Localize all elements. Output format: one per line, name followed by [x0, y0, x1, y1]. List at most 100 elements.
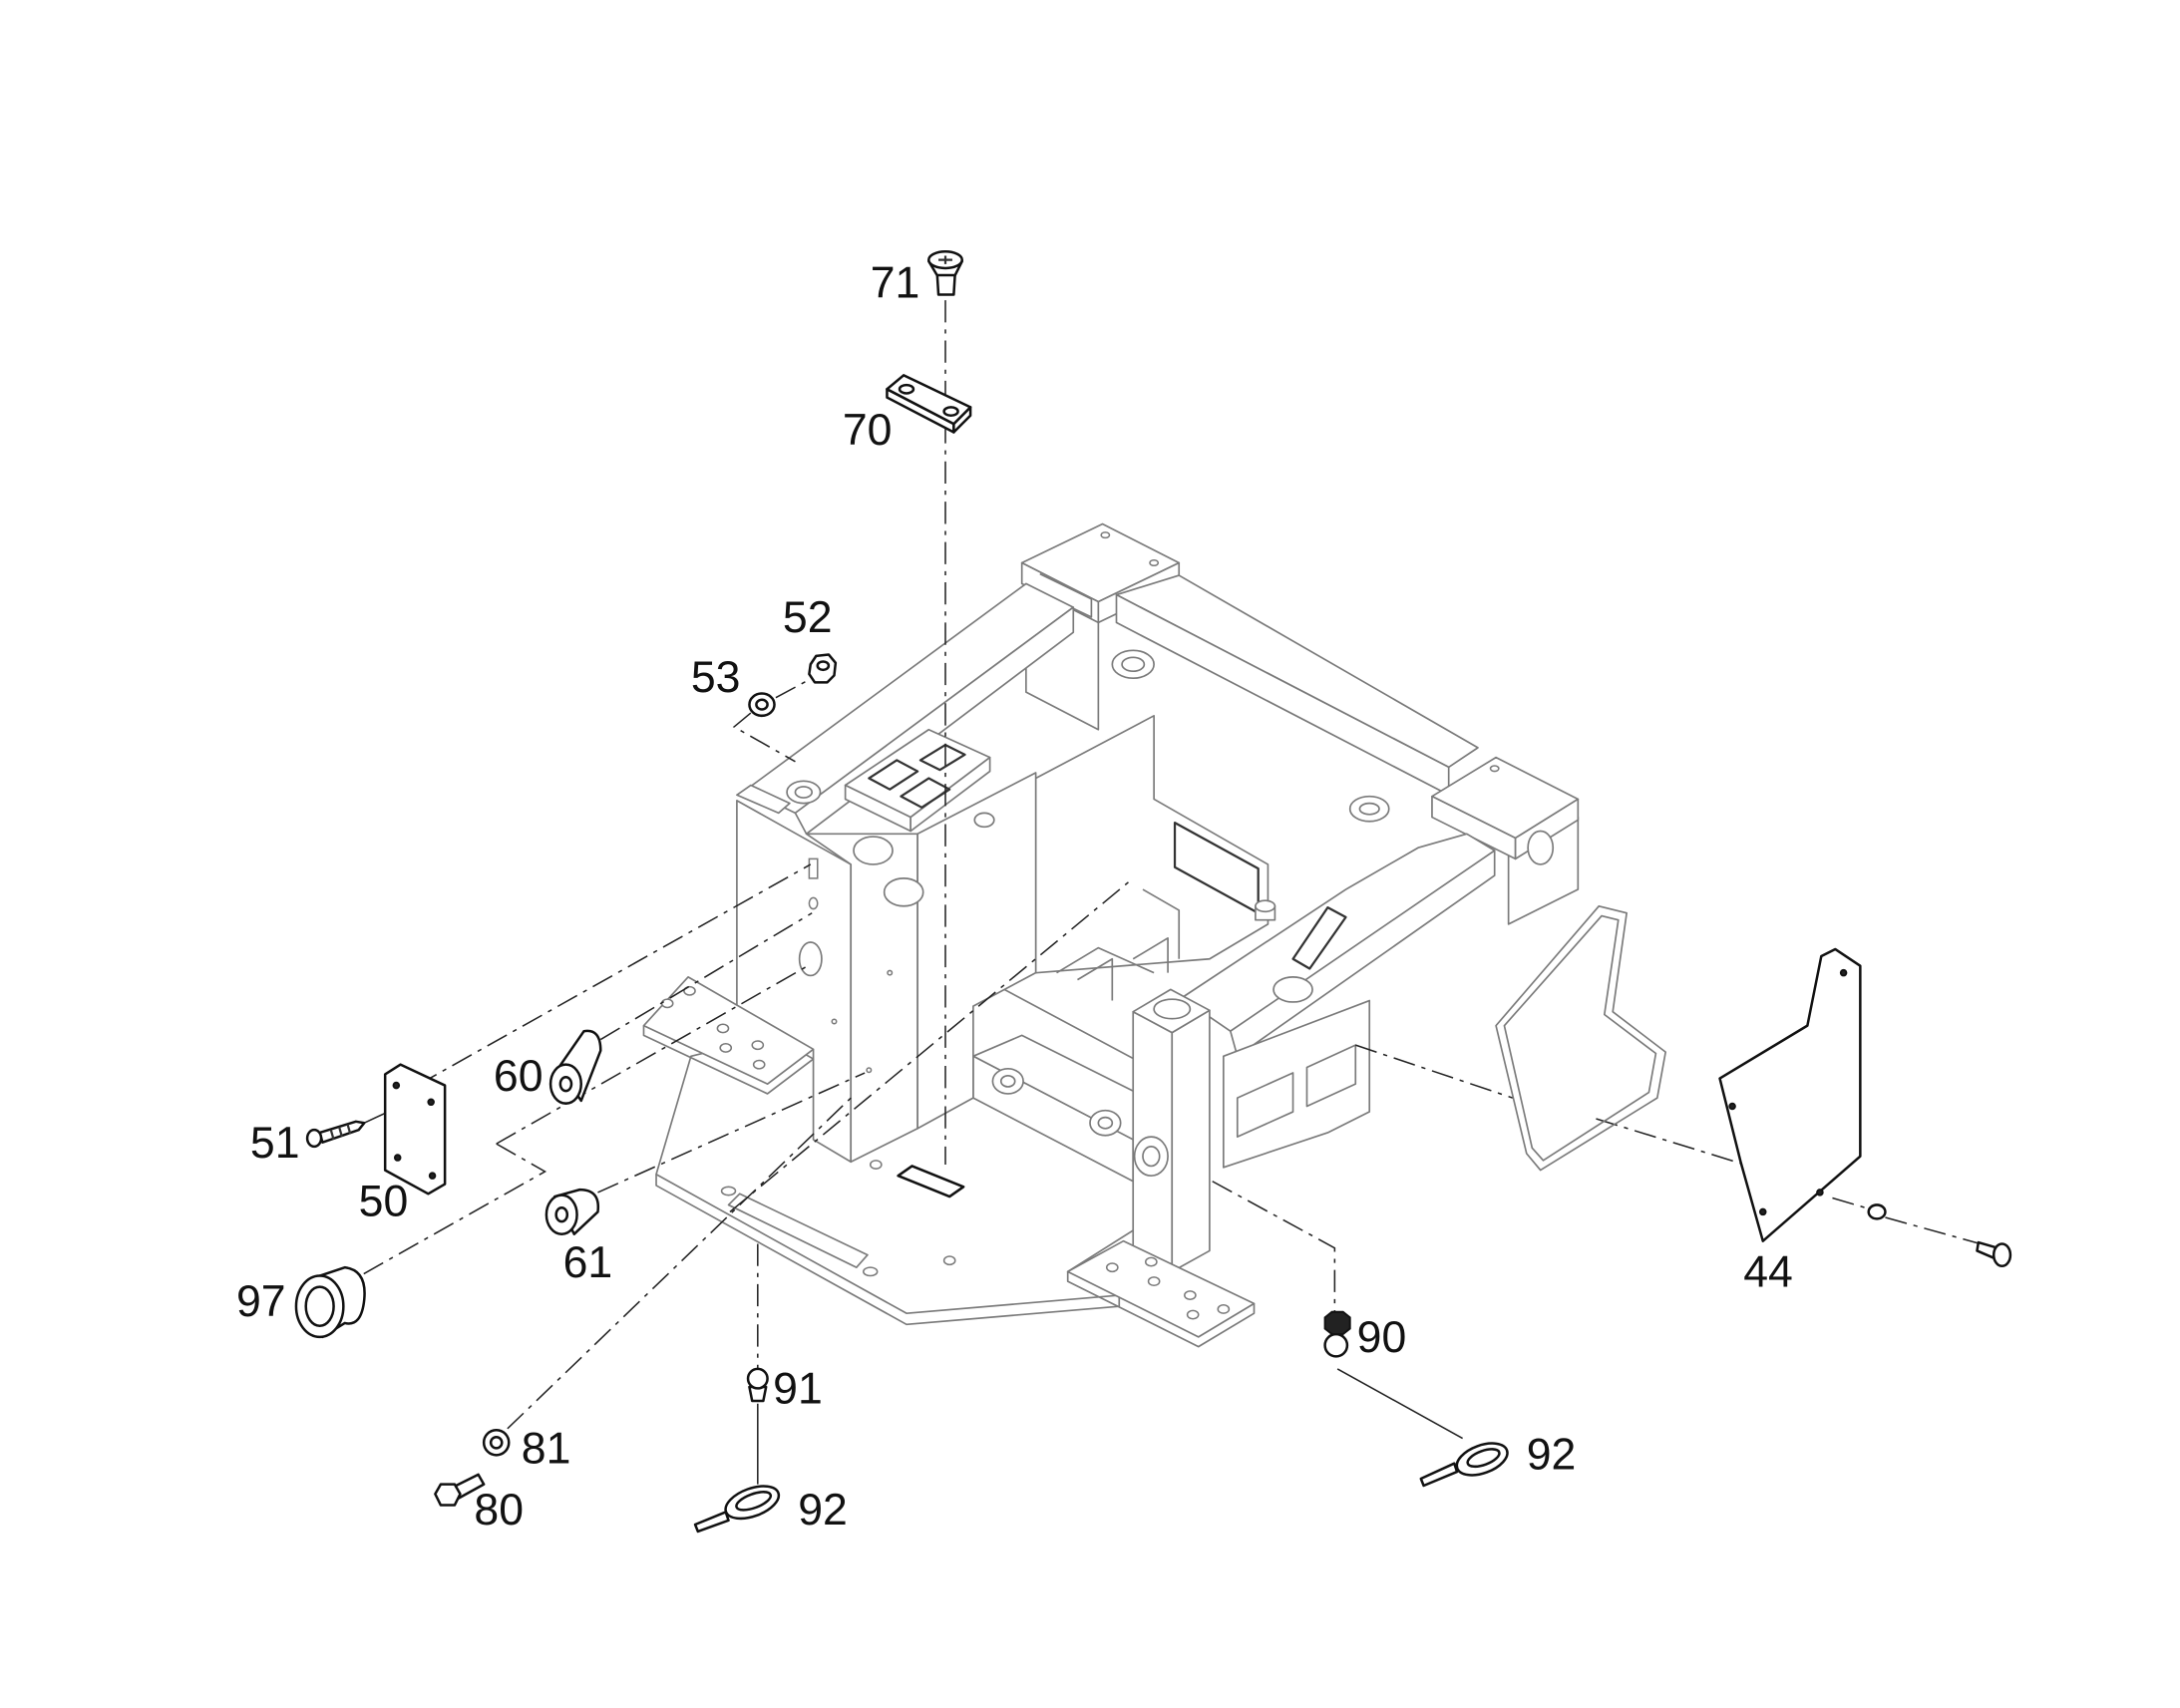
- back-boss-inner: [1121, 656, 1146, 673]
- gasket-inner: [1503, 914, 1657, 1162]
- gasket-outer: [1495, 904, 1667, 1172]
- right-pad-hole: [1186, 1309, 1200, 1320]
- console-side: [909, 756, 991, 833]
- leader-lines: [349, 300, 1987, 1485]
- right-pad-hole: [1144, 1256, 1158, 1267]
- tower-hole: [808, 896, 819, 910]
- ball: [1323, 1332, 1349, 1358]
- inner-bracket: [1142, 888, 1181, 959]
- cover-hole: [1758, 1207, 1767, 1216]
- inner-bracket: [1077, 957, 1114, 1001]
- callout-52: 52: [783, 593, 833, 642]
- lower-rail-boss-inner: [1097, 1116, 1114, 1130]
- lower-rail-boss-inner: [999, 1074, 1016, 1088]
- callout-80: 80: [474, 1486, 524, 1535]
- frame: [642, 522, 1580, 1348]
- tower-slot: [808, 857, 819, 879]
- plate-hole: [393, 1154, 402, 1162]
- base-plate-pad: [897, 1165, 965, 1198]
- leader-line: [1596, 1118, 1745, 1166]
- callout-92-right: 92: [1527, 1430, 1577, 1479]
- tie-loop-inner: [735, 1491, 773, 1512]
- part-70-plate: [886, 374, 972, 434]
- right-under-window: [1236, 1072, 1294, 1138]
- part-80-bolt: [434, 1473, 486, 1507]
- callout-53: 53: [691, 653, 741, 702]
- callout-91: 91: [773, 1365, 823, 1414]
- stud-ball: [746, 1367, 769, 1390]
- callout-51: 51: [250, 1119, 300, 1168]
- back-left-cap-hole: [1100, 531, 1111, 539]
- leader-line: [1212, 1181, 1336, 1314]
- screw-head: [305, 1128, 323, 1149]
- leader-line: [775, 677, 813, 699]
- part-51-screw: [305, 1120, 366, 1149]
- mount-hole: [554, 1205, 569, 1223]
- left-tower-boss-inner: [794, 786, 814, 799]
- console-slot: [900, 777, 951, 809]
- callout-71: 71: [871, 258, 920, 307]
- part-60-rubber-mount: [548, 1029, 602, 1105]
- cover-hole: [1816, 1189, 1824, 1196]
- tower-dot: [866, 1067, 873, 1074]
- part-92-cable-tie-right: [1419, 1442, 1509, 1488]
- right-rail-slot: [1291, 906, 1347, 970]
- callout-97: 97: [236, 1277, 286, 1326]
- front-right-post-gear: [1133, 1136, 1169, 1178]
- parts: [294, 250, 2012, 1534]
- tie-tail: [693, 1511, 730, 1534]
- cover-body: [1718, 947, 1862, 1242]
- front-right-post-boss: [1153, 998, 1192, 1020]
- callout-61: 61: [563, 1238, 613, 1287]
- base-plate-edge: [655, 1174, 1121, 1326]
- front-right-post-gear-inner: [1142, 1146, 1161, 1168]
- back-rail-front: [1115, 593, 1450, 797]
- leader-line: [363, 1112, 386, 1124]
- leader-line: [1832, 1196, 1871, 1210]
- lower-rail-boss: [1089, 1109, 1122, 1137]
- cover-washer: [1867, 1203, 1887, 1220]
- screw-shank: [318, 1120, 366, 1144]
- back-left-cap-hole: [1149, 558, 1160, 567]
- callout-70: 70: [843, 406, 893, 455]
- tie-tail: [1419, 1462, 1459, 1488]
- front-right-post-right-face: [1171, 1009, 1211, 1273]
- callout-60: 60: [494, 1052, 544, 1101]
- leader-line: [1336, 1368, 1463, 1440]
- lower-rail-boss: [991, 1068, 1024, 1095]
- leader-line: [1885, 1216, 1987, 1246]
- part-91-ball-stud: [746, 1367, 769, 1403]
- cover-screw: [1976, 1240, 2012, 1268]
- mount-body: [557, 1029, 602, 1103]
- console-slot: [868, 759, 919, 791]
- plate-hole: [942, 406, 959, 418]
- callout-50: 50: [359, 1178, 409, 1226]
- part-81-washer: [482, 1428, 511, 1457]
- plate-body: [383, 1063, 447, 1196]
- right-rail-front: [1229, 850, 1496, 1058]
- right-under-window: [1305, 1044, 1357, 1108]
- base-plate-hole: [862, 1266, 879, 1277]
- left-pad-hole: [752, 1059, 766, 1070]
- screw-thread: [329, 1124, 352, 1141]
- right-rail-hole: [1272, 976, 1313, 1003]
- leader-line: [729, 877, 1134, 1212]
- right-pad-hole: [1105, 1262, 1119, 1273]
- part-52-nut: [808, 653, 838, 684]
- callout-44: 44: [1743, 1248, 1793, 1297]
- plate-hole: [428, 1172, 437, 1180]
- part-92-cable-tie-left: [693, 1485, 781, 1534]
- cover-hole: [1728, 1102, 1736, 1111]
- tower-hole: [798, 941, 823, 977]
- lightening-hole: [853, 836, 894, 865]
- cover-hole: [1839, 968, 1848, 977]
- console-slot: [918, 743, 966, 772]
- mount-hole: [558, 1075, 573, 1093]
- right-under-box: [1223, 999, 1371, 1169]
- left-rail-stud: [973, 812, 995, 829]
- part-97-sleeve: [294, 1265, 366, 1339]
- tower-dot: [887, 969, 894, 976]
- right-rail-boss: [1348, 795, 1390, 823]
- base-plate-hole: [720, 1186, 737, 1196]
- gasket: [1495, 904, 1667, 1172]
